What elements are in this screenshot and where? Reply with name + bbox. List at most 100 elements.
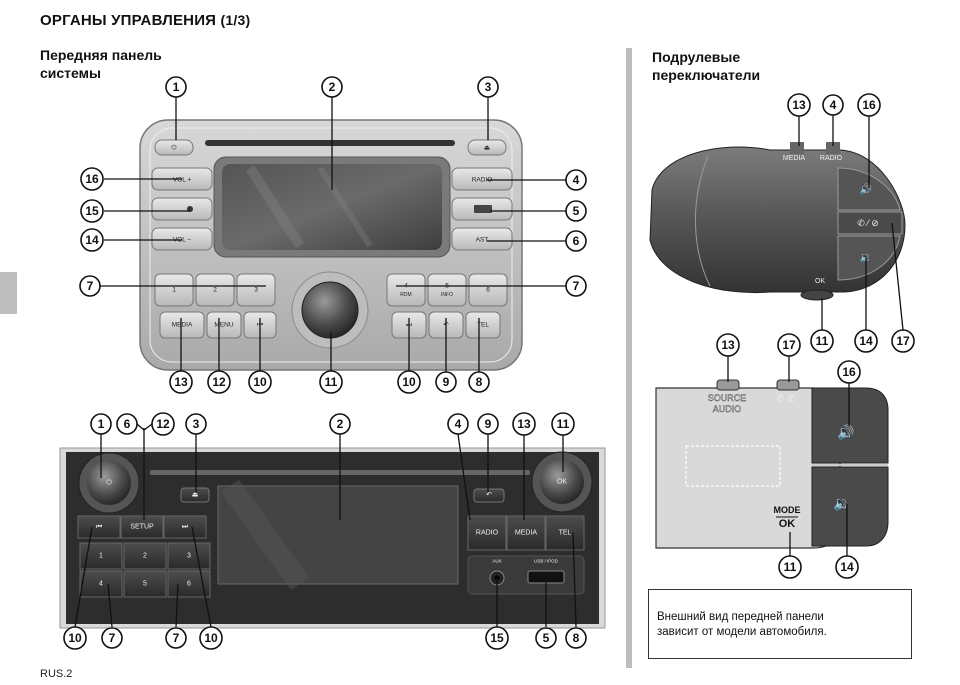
usb-port[interactable] — [451, 197, 513, 221]
stalk2-vol-up-button[interactable]: 🔊 — [811, 387, 889, 464]
usb-label: USB / iPOD — [534, 559, 559, 564]
eject-button-2[interactable]: ⏏ — [180, 487, 210, 503]
radio-button-2[interactable]: RADIO — [467, 515, 507, 551]
preset-button-2-2[interactable]: 2 — [123, 542, 167, 570]
svg-text:10: 10 — [253, 375, 267, 389]
media-button-2[interactable]: MEDIA — [506, 515, 546, 551]
setup-label: SETUP — [130, 524, 154, 531]
callout-r2-13: 13 — [512, 412, 536, 436]
steering-heading-line1: Подрулевые — [652, 49, 741, 65]
stalk1-phone-button[interactable]: ✆ ⁄ ⊘ — [837, 211, 903, 235]
ok-knob[interactable]: OK — [531, 451, 593, 513]
ast-button[interactable]: AST — [451, 227, 513, 251]
callout-r1-6: 6 — [565, 230, 587, 252]
callout-s1-14: 14 — [854, 329, 878, 353]
preset-5-sublabel: INFO — [441, 292, 453, 298]
preset-button-2[interactable]: 2 — [195, 273, 235, 307]
stalk1-vol-up-button[interactable]: 🔊 — [837, 167, 901, 211]
eject-icon-2: ⏏ — [192, 492, 199, 499]
radio-2-leaders — [74, 428, 577, 628]
preset-button-3[interactable]: 3 — [236, 273, 276, 307]
media-button[interactable]: MEDIA — [159, 311, 205, 339]
preset-button-2-4[interactable]: 4 — [79, 570, 123, 598]
preset-button-1[interactable]: 1 — [154, 273, 194, 307]
callout-s2-11: 11 — [778, 555, 802, 579]
preset-button-2-1[interactable]: 1 — [79, 542, 123, 570]
preset-button-2-3[interactable]: 3 — [167, 542, 211, 570]
stalk2-mode-ok-button[interactable]: MODE OK — [770, 505, 804, 544]
vol-down-button[interactable]: VOL − — [151, 227, 213, 251]
svg-text:4: 4 — [455, 417, 462, 431]
page-title: ОРГАНЫ УПРАВЛЕНИЯ (1/3) — [40, 12, 250, 29]
tel-label: TEL — [477, 322, 489, 329]
preset-button-5[interactable]: 5 INFO — [427, 273, 467, 307]
menu-label: MENU — [214, 322, 233, 329]
stalk2-vol-down-button[interactable]: 🔉 — [811, 466, 889, 547]
steering-controls-heading: Подрулевые переключатели — [652, 48, 760, 84]
next-button[interactable]: ⏭ — [163, 515, 207, 539]
setup-button[interactable]: SETUP — [120, 515, 164, 539]
page-title-text: ОРГАНЫ УПРАВЛЕНИЯ — [40, 12, 217, 29]
callout-r1-5: 5 — [565, 200, 587, 222]
aux-label: AUX — [492, 559, 501, 564]
preset-button-2-5[interactable]: 5 — [123, 570, 167, 598]
callout-r1-7a: 7 — [79, 275, 101, 297]
svg-text:13: 13 — [721, 338, 735, 352]
callout-r1-1: 1 — [165, 76, 187, 98]
svg-text:8: 8 — [476, 375, 483, 389]
svg-text:16: 16 — [85, 172, 99, 186]
preset-4-sublabel: RDM — [400, 292, 411, 298]
media-label-2: MEDIA — [515, 530, 538, 537]
front-panel-heading-line1: Передняя панель — [40, 47, 162, 63]
callout-6-12-bracket — [136, 423, 153, 431]
preset-2-6-label: 6 — [187, 581, 191, 588]
preset-button-6[interactable]: 6 — [468, 273, 508, 307]
stalk1-ok-button[interactable]: OK — [800, 278, 834, 301]
stalk1-media-label: MEDIA — [783, 155, 806, 162]
svg-text:3: 3 — [485, 80, 492, 94]
stalk2-mode-label: MODE — [774, 505, 801, 515]
callout-r1-10a: 10 — [248, 370, 272, 394]
prev-icon: ⏮ — [96, 524, 102, 531]
rotary-knob[interactable] — [291, 271, 369, 349]
svg-text:9: 9 — [443, 375, 450, 389]
svg-text:15: 15 — [85, 204, 99, 218]
callout-s2-17: 17 — [777, 333, 801, 357]
power-knob[interactable]: ⏻ — [78, 452, 140, 514]
callout-s1-13: 13 — [787, 93, 811, 117]
menu-button[interactable]: MENU — [206, 311, 242, 339]
svg-text:10: 10 — [204, 631, 218, 645]
back-button-2[interactable]: ↶ — [473, 488, 505, 503]
cd-slot — [205, 140, 455, 146]
callout-r1-16: 16 — [80, 167, 104, 191]
power-button[interactable]: ⏻ — [154, 139, 194, 156]
preset-button-4[interactable]: 4 RDM — [386, 273, 426, 307]
aux-jack[interactable] — [151, 197, 213, 221]
svg-text:12: 12 — [156, 417, 170, 431]
steering-stalk-2: SOURCE AUDIO ✆ ✆ 🔊 🔉 MODE OK — [655, 379, 889, 549]
preset-1-label: 1 — [172, 287, 176, 294]
preset-2-label: 2 — [213, 287, 217, 294]
tel-button-2[interactable]: TEL — [545, 515, 585, 551]
radio-button[interactable]: RADIO — [451, 167, 513, 191]
speaker-plus-icon: 🔊 — [860, 183, 872, 196]
eject-icon: ⏏ — [484, 145, 490, 152]
preset-button-2-6[interactable]: 6 — [167, 570, 211, 598]
svg-text:6: 6 — [124, 417, 131, 431]
stalk1-radio-label: RADIO — [820, 155, 843, 162]
note-line2: зависит от модели автомобиля. — [657, 626, 827, 638]
front-panel-heading: Передняя панель системы — [40, 46, 162, 82]
svg-text:11: 11 — [784, 560, 797, 574]
back-icon-2: ↶ — [486, 492, 492, 499]
callout-r1-8: 8 — [468, 371, 490, 393]
tel-button[interactable]: TEL — [465, 311, 501, 339]
callout-r2-9: 9 — [477, 413, 499, 435]
callout-s1-17: 17 — [891, 329, 915, 353]
callout-s2-13: 13 — [716, 333, 740, 357]
eject-button[interactable]: ⏏ — [467, 139, 507, 156]
svg-text:16: 16 — [842, 365, 856, 379]
svg-text:4: 4 — [573, 173, 580, 187]
vol-down-label: VOL − — [173, 237, 192, 244]
stalk2-phone-icon: ✆ ✆ — [776, 394, 796, 405]
prev-button[interactable]: ⏮ — [77, 515, 121, 539]
